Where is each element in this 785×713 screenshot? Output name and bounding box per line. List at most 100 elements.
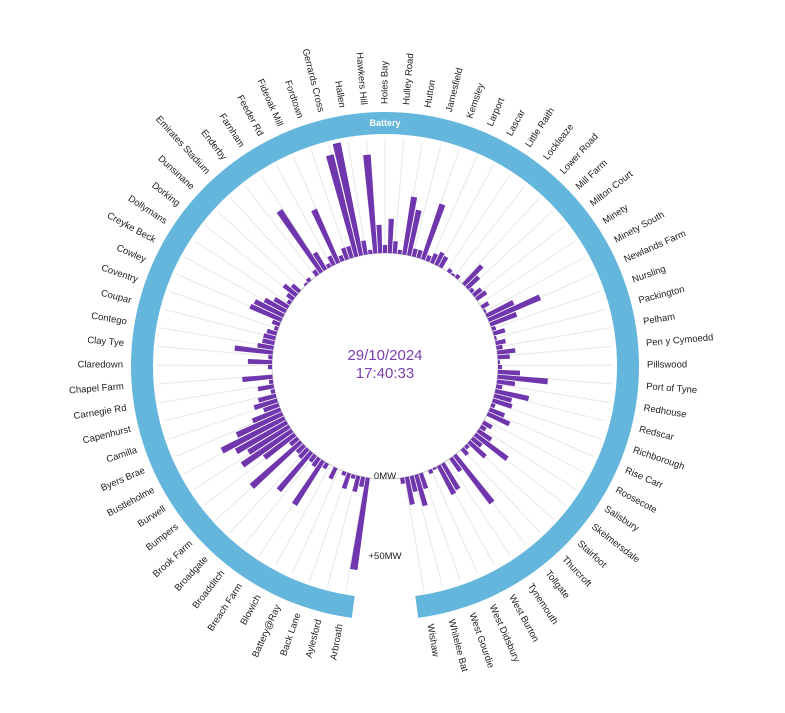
bar bbox=[358, 476, 366, 488]
bar bbox=[462, 264, 484, 287]
bar bbox=[308, 453, 317, 463]
bar bbox=[276, 209, 324, 274]
site-label: Port of Tyne bbox=[646, 381, 698, 396]
bar bbox=[303, 281, 308, 287]
bar bbox=[341, 470, 347, 477]
gridline bbox=[243, 454, 316, 546]
bar bbox=[418, 472, 429, 490]
bar bbox=[251, 407, 282, 424]
bar bbox=[492, 398, 513, 409]
bar bbox=[262, 338, 275, 346]
bar bbox=[475, 290, 488, 301]
bar bbox=[341, 472, 352, 490]
bar bbox=[268, 355, 273, 360]
site-label: Pillswood bbox=[647, 359, 687, 370]
bar bbox=[263, 297, 287, 314]
site-label: Coupar bbox=[100, 288, 133, 306]
bar bbox=[446, 268, 453, 274]
bar bbox=[479, 424, 487, 432]
bar bbox=[497, 354, 510, 360]
site-label: Pen y Cymoedd bbox=[646, 332, 714, 349]
bar bbox=[472, 287, 483, 298]
site-label: Kemsley bbox=[465, 82, 487, 120]
gridline bbox=[421, 472, 461, 582]
bar bbox=[234, 420, 289, 455]
gridline bbox=[467, 210, 553, 290]
site-label: Hallen bbox=[332, 80, 347, 108]
bar bbox=[438, 255, 449, 269]
bar bbox=[409, 475, 418, 493]
bar bbox=[490, 402, 496, 409]
site-label: Holes Bay bbox=[380, 60, 391, 104]
gridline bbox=[491, 401, 602, 440]
battery-band-label: Battery bbox=[369, 118, 400, 128]
bar bbox=[332, 142, 364, 257]
bar bbox=[253, 299, 285, 318]
bar bbox=[491, 325, 497, 332]
scale-label-plus50: +50MW bbox=[369, 551, 402, 562]
gridline bbox=[205, 225, 297, 297]
bar bbox=[486, 411, 511, 427]
bar bbox=[453, 453, 495, 505]
bar bbox=[497, 369, 521, 376]
bar bbox=[361, 240, 368, 256]
bar bbox=[496, 348, 516, 355]
site-label: Pelham bbox=[642, 311, 676, 327]
bar bbox=[257, 384, 275, 392]
bar bbox=[273, 296, 290, 310]
site-label: Wishaw bbox=[424, 623, 441, 658]
gridline bbox=[497, 345, 613, 357]
bar bbox=[286, 299, 293, 305]
bar bbox=[325, 262, 332, 269]
site-label: Nursling bbox=[631, 264, 668, 286]
site-label: Farnham bbox=[217, 112, 247, 150]
site-label: Contego bbox=[90, 311, 127, 328]
site-label: Lascar bbox=[505, 108, 528, 138]
gridline bbox=[291, 468, 340, 575]
gridline bbox=[230, 197, 309, 284]
bar bbox=[249, 303, 283, 323]
bar bbox=[397, 249, 403, 255]
bar bbox=[311, 456, 321, 468]
bar bbox=[400, 477, 406, 484]
bar bbox=[220, 416, 286, 454]
gridline bbox=[159, 383, 274, 404]
bar bbox=[425, 254, 432, 263]
bar bbox=[312, 269, 320, 277]
gridline bbox=[345, 477, 367, 591]
bar bbox=[387, 218, 394, 254]
bar bbox=[467, 440, 487, 459]
gridline bbox=[479, 426, 577, 491]
gridline bbox=[484, 418, 587, 475]
gridline bbox=[274, 464, 332, 567]
bar bbox=[311, 208, 341, 264]
bar bbox=[290, 283, 302, 294]
gridline bbox=[491, 290, 601, 330]
gridline bbox=[168, 401, 279, 440]
bar bbox=[494, 335, 498, 341]
bar bbox=[273, 325, 279, 332]
bar bbox=[470, 436, 483, 448]
bar bbox=[249, 440, 303, 489]
bar bbox=[363, 154, 378, 254]
gridline bbox=[479, 240, 576, 305]
gridline bbox=[438, 165, 494, 267]
bar bbox=[352, 475, 361, 493]
bar bbox=[497, 374, 548, 385]
site-label: Hawkers Hill bbox=[354, 52, 369, 106]
center-date: 29/10/2024 bbox=[347, 347, 422, 364]
gridline bbox=[412, 144, 442, 257]
gridline bbox=[461, 448, 541, 534]
site-label: Camilla bbox=[105, 445, 139, 466]
bar bbox=[346, 245, 354, 259]
bar bbox=[495, 338, 506, 346]
bar bbox=[328, 466, 338, 480]
site-label: Fordtown bbox=[282, 79, 305, 120]
bar bbox=[305, 277, 312, 283]
bar bbox=[441, 462, 461, 491]
bar bbox=[276, 450, 314, 493]
bar bbox=[288, 436, 300, 447]
gridline bbox=[430, 468, 479, 575]
bar bbox=[483, 308, 487, 314]
